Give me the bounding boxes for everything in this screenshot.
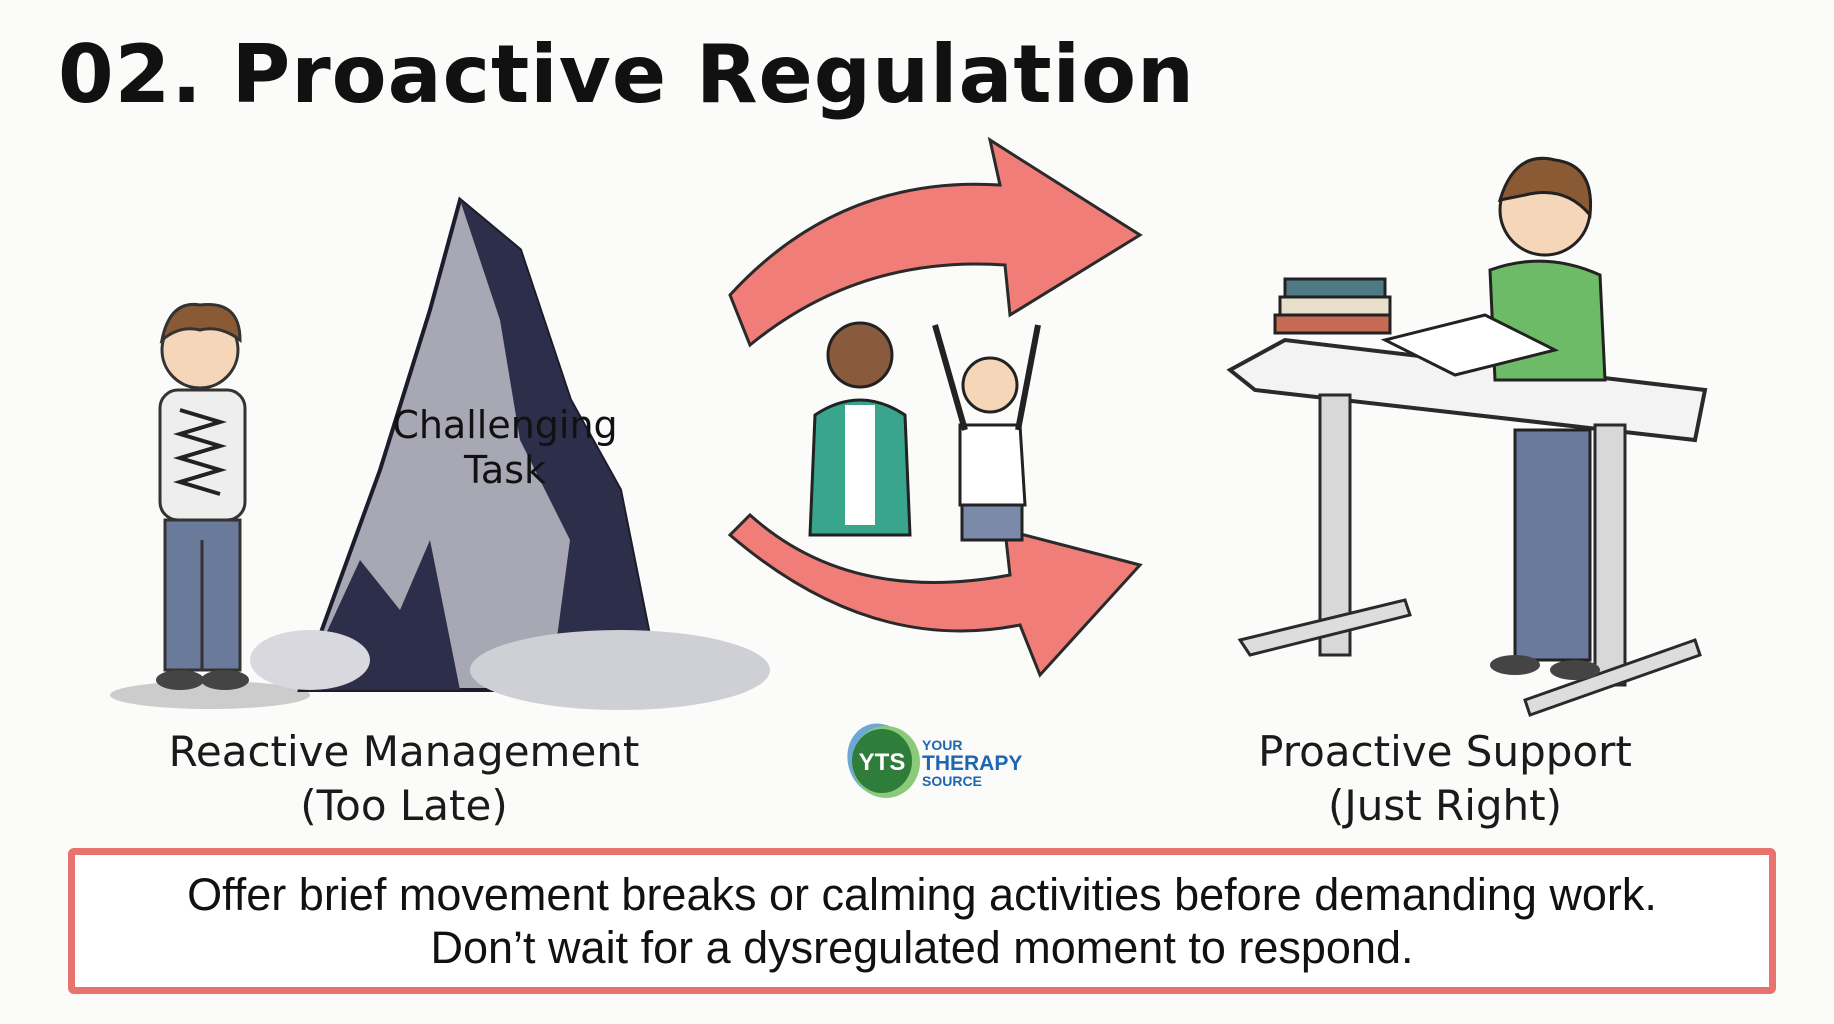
arrow-bottom-icon [727,512,1143,678]
proactive-caption-subtitle: (Just Right) [1327,781,1563,830]
stretching-child-figure [932,324,1041,542]
reactive-caption-title: Reactive Management [168,727,640,776]
yts-logo: YTS YOUR THERAPY SOURCE [842,720,1022,802]
reactive-caption-subtitle: (Too Late) [300,781,508,830]
mountain [250,196,770,710]
books-stack [1273,277,1392,335]
writing-child-figure [1380,156,1607,680]
logo-initials: YTS [859,749,906,776]
tip-line-2: Don’t wait for a dysregulated moment to … [430,922,1414,973]
logo-blob-icon: YTS [847,723,920,798]
proactive-caption-title: Proactive Support [1258,727,1632,776]
logo-line3: SOURCE [922,773,982,789]
tip-line-1: Offer brief movement breaks or calming a… [187,869,1657,920]
mountain-label-line2: Task [463,448,546,492]
transition-illustration [727,136,1143,678]
stressed-child-figure [156,302,249,690]
shadow [110,681,310,709]
logo-line1: YOUR [922,737,963,753]
arrow-top-icon [728,136,1143,348]
mountain-label-line1: Challenging [392,403,617,447]
proactive-illustration [1226,156,1708,717]
reactive-illustration: Challenging Task [110,196,770,710]
teacher-figure [808,321,912,537]
standing-desk [1226,337,1708,717]
page-title: 02. Proactive Regulation [58,28,1196,121]
logo-line2: THERAPY [922,752,1023,775]
tip-callout-box: Offer brief movement breaks or calming a… [68,848,1776,994]
